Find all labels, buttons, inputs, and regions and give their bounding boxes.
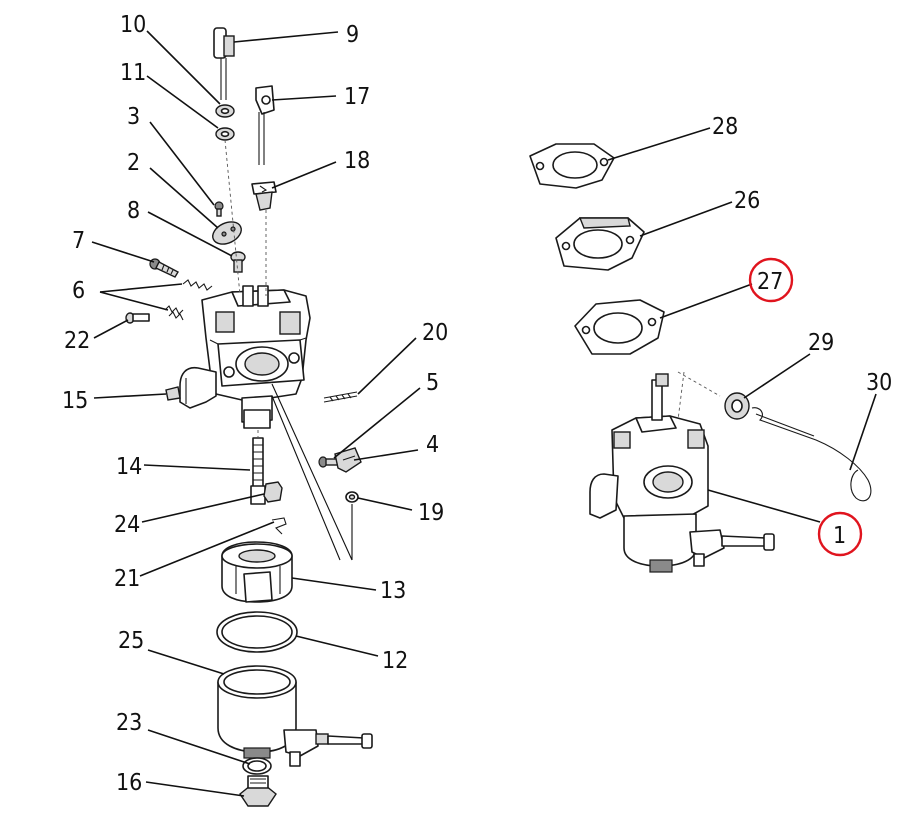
callout-labels: 10 9 11 17 3 18 2 8 7 6 22 20 5 15 4 14 … — [62, 12, 892, 796]
callout-25: 25 — [118, 628, 144, 654]
callout-26: 26 — [734, 188, 760, 214]
part-10-washer — [215, 104, 235, 118]
highlight-circle-1 — [817, 511, 863, 557]
callout-28: 28 — [712, 114, 738, 140]
part-28-gasket — [529, 143, 615, 189]
callout-19: 19 — [418, 500, 444, 526]
part-24-main-jet — [263, 481, 283, 503]
part-4-plate — [334, 447, 362, 473]
callout-14: 14 — [116, 454, 142, 480]
part-27-gasket — [574, 299, 665, 355]
part-6-springs — [164, 279, 213, 321]
callout-6: 6 — [72, 278, 85, 304]
callout-8: 8 — [127, 198, 140, 224]
callout-12: 12 — [382, 648, 408, 674]
callout-17: 17 — [344, 84, 370, 110]
callout-4: 4 — [426, 432, 439, 458]
part-15-jet — [165, 386, 181, 401]
callout-2: 2 — [127, 150, 140, 176]
callout-27: 27 — [757, 269, 783, 295]
part-26-insulator — [555, 217, 645, 271]
leader-lines — [91, 30, 877, 797]
part-18-pilot-jet — [251, 181, 277, 211]
callout-16: 16 — [116, 770, 142, 796]
callout-9: 9 — [346, 22, 359, 48]
part-21-clip — [271, 517, 287, 535]
part-12-gasket — [216, 611, 298, 653]
callout-13: 13 — [380, 578, 406, 604]
callout-5: 5 — [426, 370, 439, 396]
callout-7: 7 — [72, 228, 85, 254]
callout-3: 3 — [127, 104, 140, 130]
part-19-ring — [345, 491, 359, 503]
callout-29: 29 — [808, 330, 834, 356]
alignment-lines — [224, 139, 721, 438]
carburetor-body — [179, 285, 311, 429]
part-20-pin — [323, 391, 358, 403]
callout-22: 22 — [64, 328, 90, 354]
part-9-throttle-shaft — [213, 27, 235, 100]
part-25-float-bowl — [217, 665, 373, 767]
part-22-screw — [125, 312, 150, 324]
callout-18: 18 — [344, 148, 370, 174]
callout-11: 11 — [120, 60, 146, 86]
highlight-circle-27 — [748, 257, 794, 303]
part-3-screw — [214, 201, 224, 217]
part-13-float — [221, 541, 293, 603]
callout-30: 30 — [866, 370, 892, 396]
part-7-idle-screw — [149, 258, 179, 278]
part-17-choke-shaft — [255, 85, 275, 165]
part-29-collar — [724, 392, 750, 420]
carburetor-assembly — [589, 373, 775, 573]
callout-21: 21 — [114, 566, 140, 592]
callout-10: 10 — [120, 12, 146, 38]
part-16-drain-bolt — [239, 775, 277, 807]
highlight-markers — [748, 257, 863, 557]
callout-23: 23 — [116, 710, 142, 736]
callout-1: 1 — [833, 523, 846, 549]
part-23-o-ring — [242, 757, 272, 775]
callout-24: 24 — [114, 512, 140, 538]
part-2-throttle-plate — [212, 221, 242, 245]
callout-20: 20 — [422, 320, 448, 346]
part-11-washer — [215, 127, 235, 141]
part-8-screw — [230, 251, 246, 273]
callout-15: 15 — [62, 388, 88, 414]
part-30-spring — [751, 407, 872, 502]
